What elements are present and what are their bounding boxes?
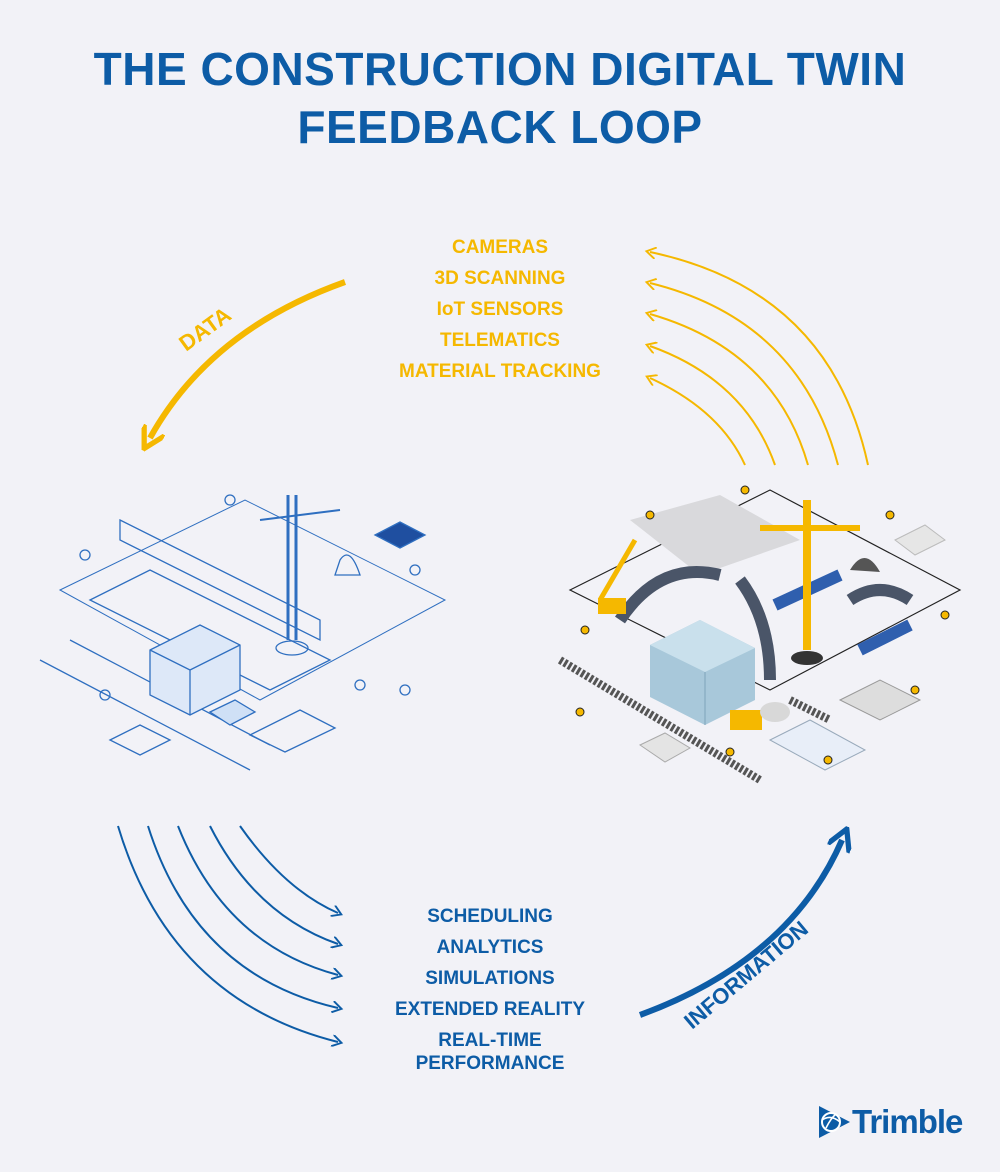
data-sources-list: CAMERAS 3D SCANNING IoT SENSORS TELEMATI…: [350, 232, 650, 387]
digital-twin-blueprint-illustration: [39, 494, 447, 771]
trimble-logo: Trimble: [816, 1103, 963, 1141]
data-source-item: IoT SENSORS: [436, 299, 564, 320]
data-source-item: MATERIAL TRACKING: [399, 361, 601, 382]
data-source-item: TELEMATICS: [440, 330, 560, 351]
information-arrow-label: INFORMATION: [679, 916, 813, 1034]
information-output-item: REAL-TIME PERFORMANCE: [340, 1029, 640, 1075]
information-output-item: SCHEDULING: [427, 906, 553, 927]
data-source-item: CAMERAS: [451, 237, 549, 258]
title-line-2: FEEDBACK LOOP: [297, 101, 703, 153]
information-output-line: REAL-TIME: [438, 1030, 542, 1051]
data-arrow: [150, 279, 347, 438]
data-flow-arcs: [650, 252, 869, 466]
information-output-item: ANALYTICS: [436, 937, 544, 958]
physical-construction-site-illustration: [557, 485, 962, 784]
information-flow-arcs: [117, 825, 338, 1042]
trimble-globe-icon: [819, 1106, 850, 1138]
information-outputs-list: SCHEDULING ANALYTICS SIMULATIONS EXTENDE…: [340, 901, 640, 1075]
title-line-1: THE CONSTRUCTION DIGITAL TWIN: [93, 43, 907, 95]
information-output-line: PERFORMANCE: [415, 1053, 565, 1074]
information-arrow: [638, 840, 842, 1018]
page-title: THE CONSTRUCTION DIGITAL TWIN FEEDBACK L…: [0, 40, 1000, 156]
trimble-logo-text: Trimble: [852, 1103, 963, 1140]
data-source-item: 3D SCANNING: [434, 268, 566, 289]
information-output-item: EXTENDED REALITY: [394, 999, 586, 1020]
information-output-item: SIMULATIONS: [425, 968, 555, 989]
